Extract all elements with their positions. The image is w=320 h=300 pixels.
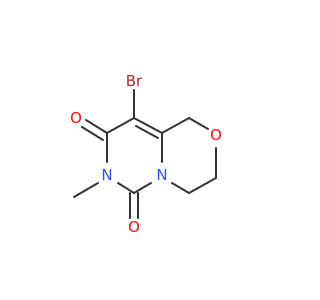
bond-c1-n	[133, 182, 152, 194]
bond-n2-methyl	[73, 182, 99, 198]
atom-o-ring: O	[210, 126, 222, 144]
bond-c4-c4a	[133, 117, 163, 134]
bond-c3-o	[85, 119, 108, 134]
bond-c7-c6	[188, 177, 217, 194]
bond-c4-c3	[106, 117, 135, 134]
bond-c4a-c9	[161, 117, 190, 134]
bond-c4-c4a-double	[135, 125, 159, 139]
bonds	[73, 89, 217, 219]
bond-c9-o	[188, 117, 209, 130]
molecule-structure: Br O N O N O	[70, 72, 222, 236]
bond-c3-o-double	[81, 126, 104, 141]
bond-n2-c1	[117, 182, 135, 194]
atom-o-top: O	[70, 109, 82, 127]
atom-labels: Br O N O N O	[70, 72, 222, 236]
molecule-canvas: Br O N O N O	[70, 72, 222, 236]
atom-o-bottom: O	[128, 218, 140, 236]
atom-br: Br	[126, 72, 143, 90]
bond-c6-n	[171, 182, 190, 194]
atom-n-bridge: N	[156, 166, 167, 184]
atom-n-methyl: N	[101, 166, 112, 184]
